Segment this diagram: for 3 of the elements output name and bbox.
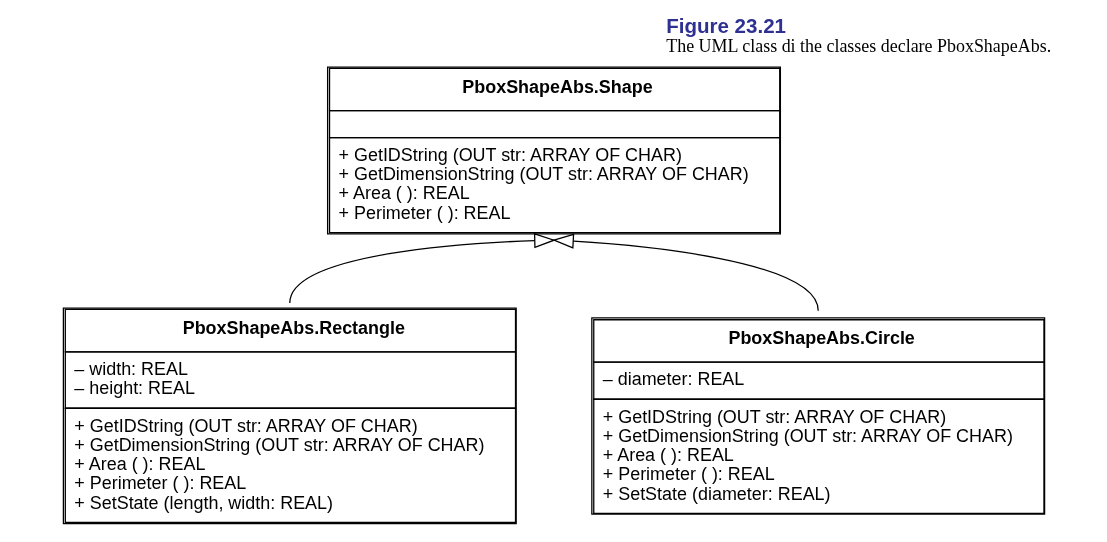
diagram-title: Figure 23.21 [665, 14, 786, 38]
arrow [551, 233, 819, 312]
arrow [288, 233, 556, 304]
